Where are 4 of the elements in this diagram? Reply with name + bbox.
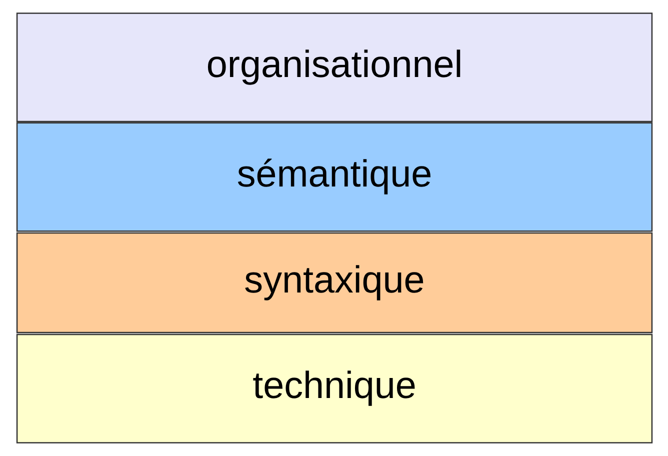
node-box: organisationnel	[16, 12, 652, 122]
node-box: sémantique	[16, 122, 652, 232]
node-box: technique	[16, 334, 652, 444]
node-box: syntaxique	[16, 232, 652, 334]
